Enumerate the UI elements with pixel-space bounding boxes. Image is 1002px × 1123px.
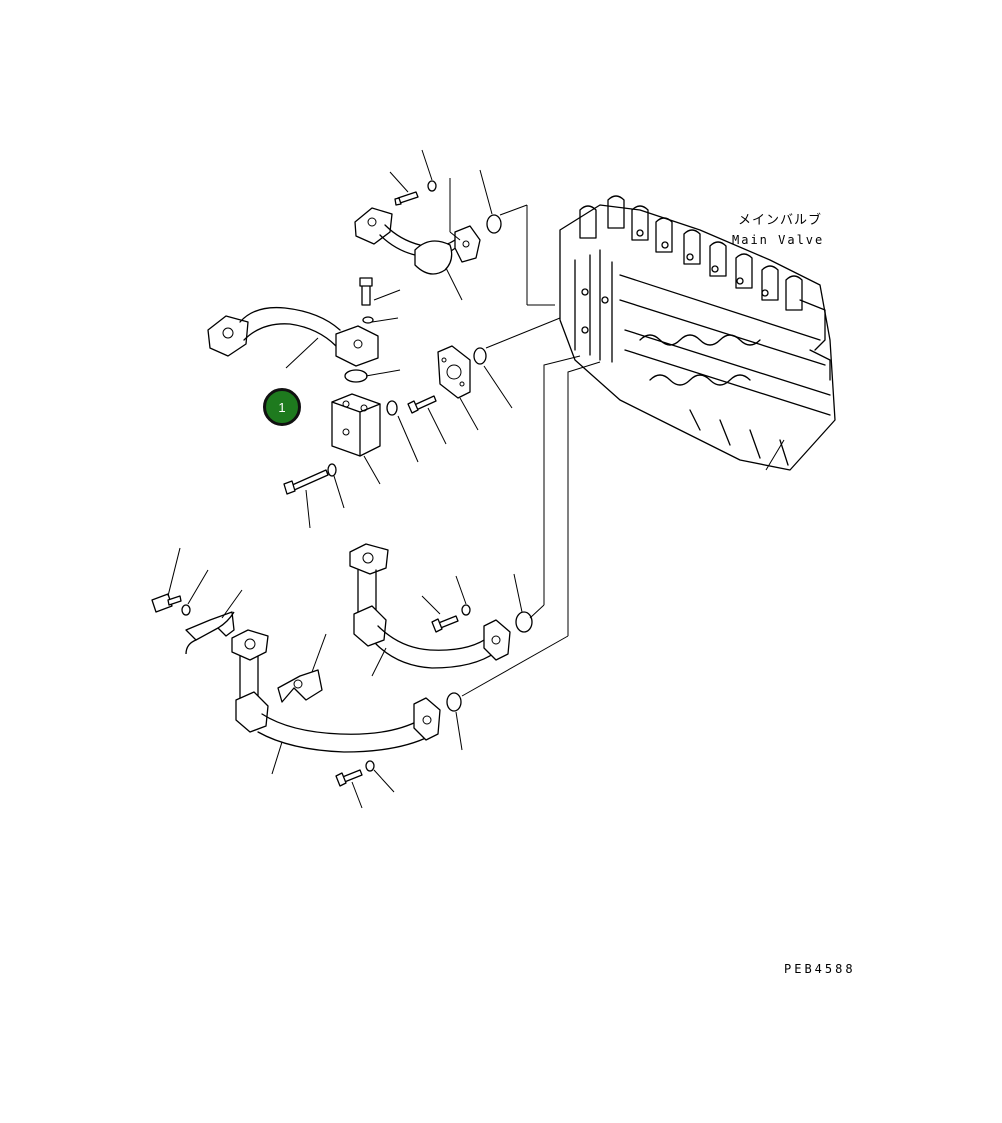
upper-tube-assembly xyxy=(354,180,502,275)
middle-elbow-tube xyxy=(349,543,533,669)
connection-lines xyxy=(449,178,601,697)
valve-block xyxy=(283,393,381,495)
drawing-code: PEB4588 xyxy=(784,962,856,976)
curved-tube-assembly xyxy=(207,277,379,383)
part-callout-1[interactable]: 1 xyxy=(263,388,301,426)
clamps xyxy=(151,593,323,703)
flange-plate xyxy=(386,345,487,416)
main-valve xyxy=(559,195,836,471)
main-valve-label-en: Main Valve xyxy=(732,233,825,247)
leader-lines xyxy=(167,149,785,809)
main-valve-label-jp: メインバルブ xyxy=(738,213,823,228)
lower-long-tube xyxy=(231,629,462,787)
